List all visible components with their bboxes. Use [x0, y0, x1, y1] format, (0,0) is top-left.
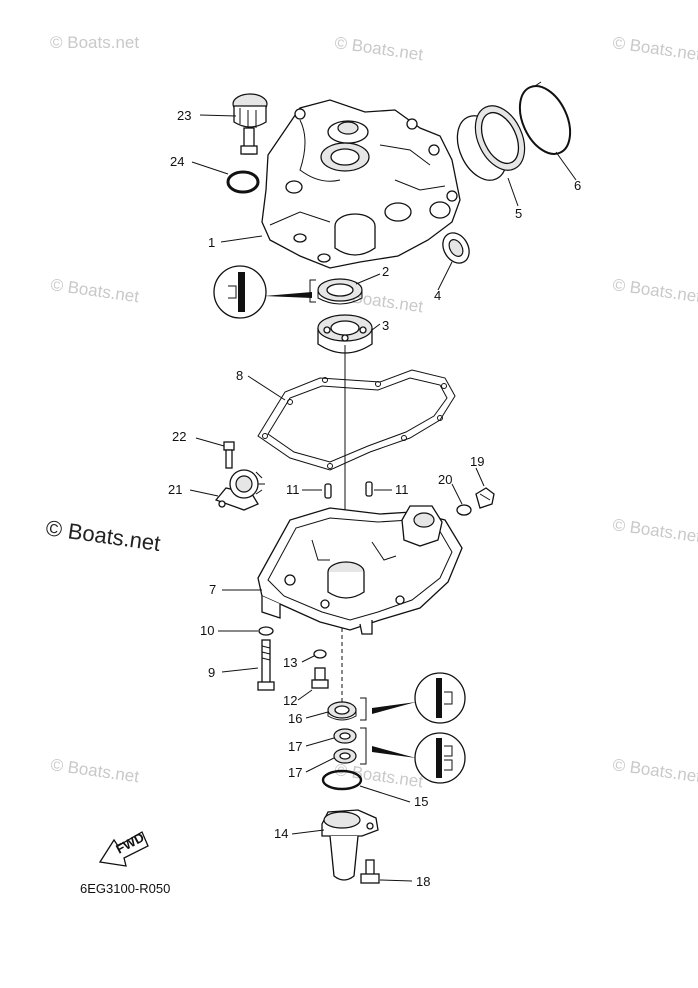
watermark-text: © Boats.net [611, 515, 698, 546]
callout-13: 13 [283, 655, 297, 670]
callout-9: 9 [208, 665, 215, 680]
callout-3: 3 [382, 318, 389, 333]
part-17-oil-seals [333, 728, 357, 764]
callout-12: 12 [283, 693, 297, 708]
part-1-crankcase [261, 99, 461, 269]
part-8-gasket [257, 369, 456, 471]
part-15-o-ring [321, 769, 363, 791]
part-24-o-ring [226, 170, 260, 194]
part-18-bolt [360, 859, 380, 884]
part-21-oil-strainer [214, 469, 265, 511]
callout-1: 1 [208, 235, 215, 250]
part-13-washer [313, 649, 327, 659]
part-5-sleeve [456, 105, 526, 181]
callout-5: 5 [515, 206, 522, 221]
part-20-gasket-washer [456, 504, 472, 516]
watermark-text: © Boats.net [333, 760, 424, 791]
callout-17-lower: 17 [288, 765, 302, 780]
part-6-clamp [518, 81, 572, 155]
callout-8: 8 [236, 368, 243, 383]
part-7-lower-casing [257, 505, 463, 635]
forward-direction-arrow: FWD [98, 830, 149, 867]
part-12-bolt [311, 667, 329, 689]
watermark-text: © Boats.net [611, 755, 698, 786]
callout-18: 18 [416, 874, 430, 889]
leader-lines [189, 114, 577, 882]
part-14-shaft-housing [321, 809, 379, 881]
part-10-washer [258, 626, 274, 636]
part-4-oil-seal [442, 232, 470, 264]
callout-21: 21 [168, 482, 182, 497]
watermark-primary: © Boats.net [44, 515, 162, 556]
part-11-dowel-pins [324, 481, 373, 499]
callout-17-upper: 17 [288, 739, 302, 754]
part-9-bolt [257, 639, 275, 691]
callout-19: 19 [470, 454, 484, 469]
part-3-bearing [317, 314, 373, 354]
part-2-oil-seal [317, 278, 363, 305]
watermark-text: © Boats.net [333, 33, 424, 64]
watermark-text: © Boats.net [50, 33, 139, 52]
part-23-oil-cap [232, 93, 268, 155]
part-22-bolt [223, 441, 235, 469]
seal-detail-bubble-bottom [360, 727, 466, 784]
callout-numbers: 23 24 1 2 3 4 5 6 8 22 21 11 11 19 20 7 … [168, 108, 581, 889]
callout-14: 14 [274, 826, 288, 841]
drawing-code: 6EG3100-R050 [80, 881, 170, 896]
part-16-oil-seal [327, 701, 357, 721]
callout-11-right: 11 [395, 482, 409, 497]
seal-detail-bubble-middle [360, 672, 466, 724]
callout-7: 7 [209, 582, 216, 597]
watermark-text: © Boats.net [611, 275, 698, 306]
callout-11-left: 11 [286, 482, 300, 497]
callout-20: 20 [438, 472, 452, 487]
watermark-text: © Boats.net [49, 275, 140, 306]
callout-23: 23 [177, 108, 191, 123]
callout-24: 24 [170, 154, 184, 169]
seal-detail-bubble-top [213, 265, 316, 319]
callout-2: 2 [382, 264, 389, 279]
callout-4: 4 [434, 288, 441, 303]
callout-15: 15 [414, 794, 428, 809]
callout-6: 6 [574, 178, 581, 193]
callout-22: 22 [172, 429, 186, 444]
callout-10: 10 [200, 623, 214, 638]
watermark-text: © Boats.net [611, 33, 698, 64]
callout-16: 16 [288, 711, 302, 726]
watermark-text: © Boats.net [49, 755, 140, 786]
part-19-drain-plug [475, 487, 495, 509]
